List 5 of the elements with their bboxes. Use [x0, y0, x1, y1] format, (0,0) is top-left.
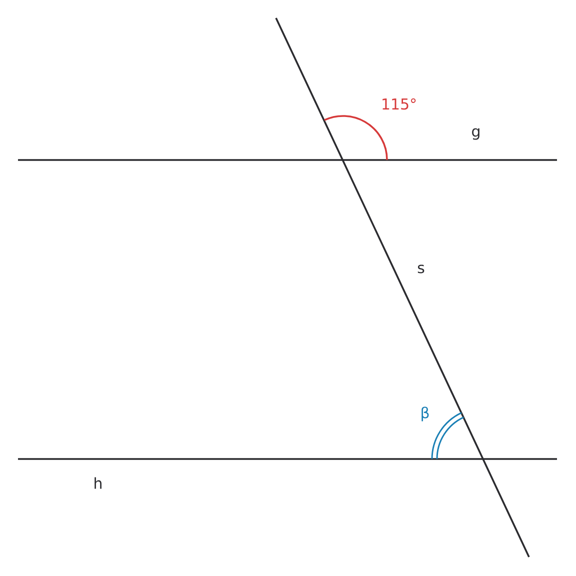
angle-label: 115°	[382, 98, 416, 110]
line-label: s	[418, 264, 424, 274]
angle-label: β	[422, 406, 429, 422]
line-label: g	[472, 128, 480, 140]
line-label: h	[94, 477, 102, 489]
